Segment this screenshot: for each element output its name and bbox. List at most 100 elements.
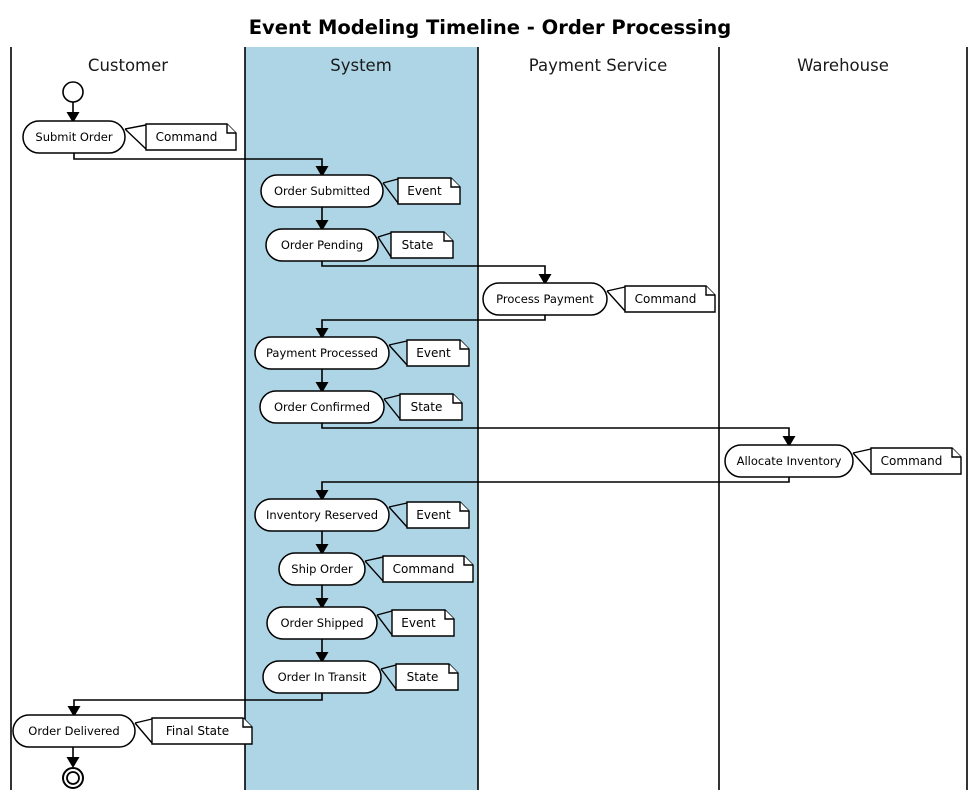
note-connector-inventory-reserved <box>388 502 408 528</box>
flow-edge-edge-allocate-to-reserved <box>321 477 790 497</box>
node-label-process-payment: Process Payment <box>496 292 594 306</box>
note-fold-corner-order-shipped <box>444 610 454 620</box>
node-label-payment-processed: Payment Processed <box>266 346 378 360</box>
node-label-order-pending: Order Pending <box>281 238 363 252</box>
activity-node-payment-processed[interactable]: Event Payment Processed <box>254 336 470 370</box>
arrowhead-edge-submitted-to-pending <box>315 220 329 231</box>
arrowhead-edge-submit-to-submitted <box>315 166 329 177</box>
note-label-allocate-inventory: Command <box>881 454 943 468</box>
activity-node-allocate-inventory[interactable]: Command Allocate Inventory <box>724 444 962 478</box>
note-shape-order-in-transit <box>395 663 459 691</box>
lane-label-customer: Customer <box>88 56 168 75</box>
note-connector-order-pending <box>377 232 392 258</box>
node-shape-process-payment[interactable] <box>482 282 608 316</box>
initial-node-circle[interactable] <box>62 81 84 103</box>
note-shape-inventory-reserved <box>406 501 470 529</box>
lane-label-payment-service: Payment Service <box>529 56 667 75</box>
note-connector-submit-order <box>124 124 147 150</box>
node-shape-inventory-reserved[interactable] <box>254 498 390 532</box>
note-fold-corner-order-submitted <box>450 178 460 188</box>
arrowhead-edge-payment-to-processed <box>315 328 329 339</box>
arrowhead-edge-transit-to-delivered <box>67 706 81 717</box>
note-fold-corner-allocate-inventory <box>951 448 961 458</box>
flow-edge-edge-confirmed-to-allocate <box>321 423 790 443</box>
flow-edge-edge-pending-to-payment <box>321 261 546 281</box>
node-label-inventory-reserved: Inventory Reserved <box>266 508 378 522</box>
note-connector-order-delivered <box>134 718 153 744</box>
note-shape-allocate-inventory <box>870 447 962 475</box>
arrowhead-edge-pending-to-payment <box>538 274 552 285</box>
note-fold-corner-submit-order <box>226 124 236 134</box>
initial-node[interactable] <box>62 81 84 103</box>
note-shape-order-pending <box>390 231 454 259</box>
activity-node-order-submitted[interactable]: Event Order Submitted <box>260 174 461 208</box>
flow-edges <box>66 102 796 768</box>
lane-label-system: System <box>330 56 392 75</box>
node-label-allocate-inventory: Allocate Inventory <box>737 454 842 468</box>
note-shape-order-confirmed <box>399 393 463 421</box>
page-title: Event Modeling Timeline - Order Processi… <box>249 16 732 39</box>
node-shape-order-in-transit[interactable] <box>262 660 382 694</box>
arrowhead-edge-delivered-to-final <box>66 757 80 768</box>
note-fold-corner-inventory-reserved <box>459 502 469 512</box>
node-label-order-submitted: Order Submitted <box>274 184 370 198</box>
activity-node-submit-order[interactable]: Command Submit Order <box>22 120 237 154</box>
node-label-order-confirmed: Order Confirmed <box>274 400 370 414</box>
note-shape-order-delivered <box>151 717 253 745</box>
activity-node-process-payment[interactable]: Command Process Payment <box>482 282 716 316</box>
note-fold-corner-ship-order <box>463 556 473 566</box>
note-connector-process-payment <box>606 286 626 312</box>
final-node[interactable] <box>62 767 84 789</box>
note-connector-order-shipped <box>376 610 393 636</box>
arrowhead-edge-processed-to-confirmed <box>315 382 329 393</box>
note-shape-order-shipped <box>391 609 455 637</box>
note-shape-process-payment <box>624 285 716 313</box>
arrowhead-edge-start-submit <box>66 112 80 123</box>
note-connector-order-submitted <box>382 178 399 204</box>
note-label-order-in-transit: State <box>407 670 439 684</box>
arrowhead-edge-ship-to-shipped <box>315 598 329 609</box>
note-label-order-pending: State <box>402 238 434 252</box>
note-shape-order-submitted <box>397 177 461 205</box>
note-label-submit-order: Command <box>156 130 218 144</box>
node-shape-order-confirmed[interactable] <box>259 390 385 424</box>
node-shape-order-shipped[interactable] <box>266 606 378 640</box>
activity-node-order-pending[interactable]: State Order Pending <box>265 228 454 262</box>
node-shape-payment-processed[interactable] <box>254 336 390 370</box>
note-label-order-submitted: Event <box>407 184 442 198</box>
note-fold-corner-order-in-transit <box>448 664 458 674</box>
node-shape-order-submitted[interactable] <box>260 174 384 208</box>
node-shape-ship-order[interactable] <box>278 552 366 586</box>
note-fold-corner-order-pending <box>443 232 453 242</box>
activity-node-order-delivered[interactable]: Final State Order Delivered <box>12 714 253 748</box>
final-node-inner-circle <box>66 771 80 785</box>
note-fold-corner-process-payment <box>705 286 715 296</box>
node-shape-order-pending[interactable] <box>265 228 379 262</box>
note-connector-order-confirmed <box>383 394 401 420</box>
node-shape-allocate-inventory[interactable] <box>724 444 854 478</box>
arrowhead-edge-shipped-to-transit <box>315 652 329 663</box>
note-fold-corner-order-delivered <box>242 718 252 728</box>
note-label-order-delivered: Final State <box>166 724 229 738</box>
note-label-process-payment: Command <box>635 292 697 306</box>
node-shape-order-delivered[interactable] <box>12 714 136 748</box>
flow-edge-edge-payment-to-processed <box>321 315 546 335</box>
arrowhead-edge-reserved-to-ship <box>315 544 329 555</box>
node-label-order-delivered: Order Delivered <box>28 724 119 738</box>
note-label-ship-order: Command <box>393 562 455 576</box>
node-shape-submit-order[interactable] <box>22 120 126 154</box>
lane-label-warehouse: Warehouse <box>797 56 889 75</box>
note-label-payment-processed: Event <box>416 346 451 360</box>
note-connector-allocate-inventory <box>852 448 872 474</box>
activity-node-order-in-transit[interactable]: State Order In Transit <box>262 660 459 694</box>
node-label-submit-order: Submit Order <box>35 130 112 144</box>
note-connector-ship-order <box>364 556 384 582</box>
node-label-order-in-transit: Order In Transit <box>278 670 367 684</box>
